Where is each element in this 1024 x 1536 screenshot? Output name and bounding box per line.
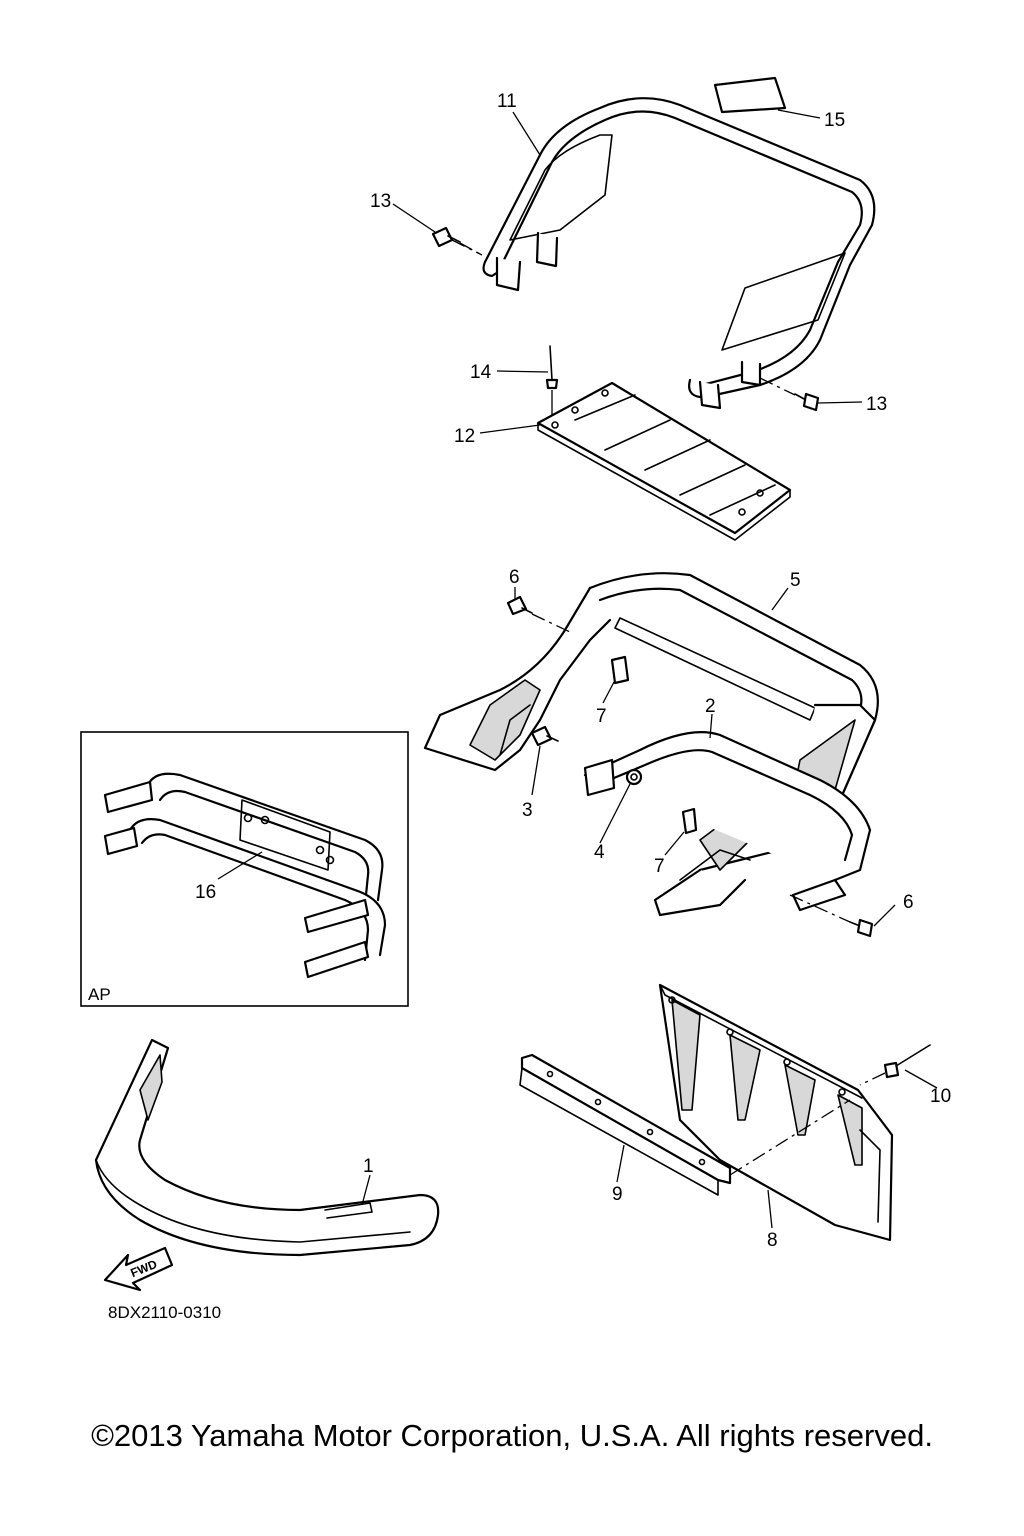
- guard-part-2: [583, 731, 872, 912]
- callout-2: 2: [705, 696, 716, 717]
- callout-15: 15: [824, 110, 845, 131]
- callout-6-top: 6: [509, 567, 520, 588]
- callout-3: 3: [522, 800, 533, 821]
- rivet-part-10: [859, 1044, 931, 1086]
- align-line-9-8: [729, 1099, 851, 1176]
- rivet-part-14: [545, 345, 559, 418]
- inset-label: AP: [88, 985, 111, 1004]
- bolt-part-13-right: [759, 377, 820, 412]
- callout-9: 9: [612, 1184, 623, 1205]
- callout-7-bottom: 7: [654, 856, 665, 877]
- inset-ap: AP: [80, 731, 409, 1007]
- callout-4: 4: [594, 842, 605, 863]
- bolt-part-13-left: [431, 226, 481, 255]
- callout-13-left: 13: [370, 191, 391, 212]
- callout-10: 10: [930, 1086, 951, 1107]
- plate-part-12: [536, 381, 792, 541]
- callout-6-bottom: 6: [903, 892, 914, 913]
- guard-part-16: [103, 772, 387, 979]
- align-line-13: [451, 239, 483, 256]
- bolt-part-3: [530, 725, 559, 747]
- callout-11: 11: [497, 91, 517, 112]
- callout-14: 14: [470, 362, 492, 383]
- mud-flap-part-8: [658, 983, 894, 1242]
- label-part-15: [713, 76, 787, 114]
- callout-13-right: 13: [866, 394, 887, 415]
- callout-8: 8: [767, 1230, 778, 1251]
- clip-part-7-bottom: [681, 807, 698, 835]
- nut-part-4: [625, 768, 643, 786]
- clip-part-7-top: [610, 655, 630, 685]
- diagram-code: 8DX2110-0310: [108, 1303, 221, 1322]
- callout-5: 5: [790, 570, 801, 591]
- front-bumper-part-1: [94, 1038, 440, 1257]
- callout-16: 16: [195, 882, 216, 903]
- copyright-notice: ©2013 Yamaha Motor Corporation, U.S.A. A…: [91, 1418, 933, 1453]
- rear-rack-part-11: [482, 97, 876, 410]
- callout-12: 12: [454, 426, 475, 447]
- bolt-part-6-bottom: [789, 894, 874, 938]
- callout-7-top: 7: [596, 706, 607, 727]
- callout-1: 1: [363, 1156, 374, 1177]
- strip-part-9: [519, 1053, 732, 1196]
- bolt-part-6-top: [506, 595, 571, 633]
- fwd-arrow: FWD: [103, 1246, 174, 1292]
